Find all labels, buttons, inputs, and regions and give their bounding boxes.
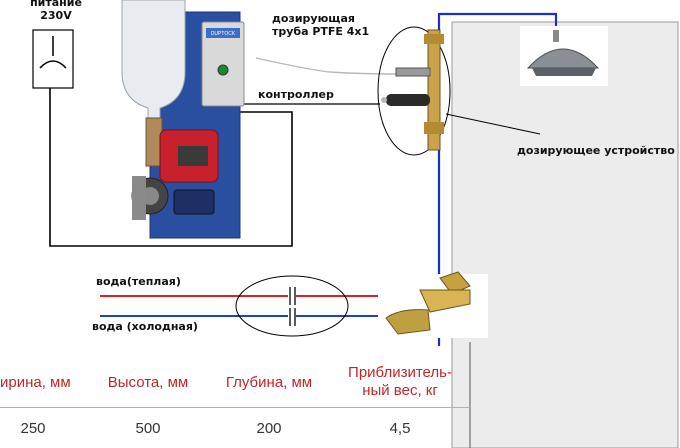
dosing-pump-unit [121,0,245,239]
power-socket-icon [32,29,74,89]
dosing-device-label: дозирующее устройство [517,144,675,157]
dosing-device-leader [445,113,541,135]
dosing-valve-fittings-icon [381,29,444,151]
mixer-tap-icon [378,271,488,338]
cold-water-label: вода (холодная) [92,320,198,333]
dimensions-table-header: ирина, мм Высота, мм Глубина, мм Приблиз… [0,364,470,406]
depth-value: 200 [256,420,282,437]
power-wire [49,88,293,247]
height-header: Высота, мм [107,374,189,391]
table-divider [0,407,470,408]
dosing-tube-label: дозирующая труба PTFE 4x1 [272,12,370,38]
power-label: питание 230V [30,0,82,22]
height-value: 500 [135,420,161,437]
dosing-tube [255,57,399,75]
water-line-break [288,285,296,327]
controller-label: контроллер [258,88,334,101]
device-brand-text: DUPTOCK [211,31,236,37]
warm-water-label: вода(теплая) [96,275,181,288]
water-line-ellipse [235,275,349,337]
dimensions-table-values: 250 500 200 4,5 [0,420,470,444]
weight-header: Приблизитель- ный вес, кг [348,364,452,399]
depth-header: Глубина, мм [225,374,313,391]
dosing-device-ellipse [377,26,451,156]
riser-pipe-upper [437,12,558,32]
width-value: 250 [20,420,46,437]
weight-value: 4,5 [389,420,411,437]
width-header: ирина, мм [0,374,71,391]
shower-head-icon [520,26,608,86]
shower-wall [451,21,679,448]
